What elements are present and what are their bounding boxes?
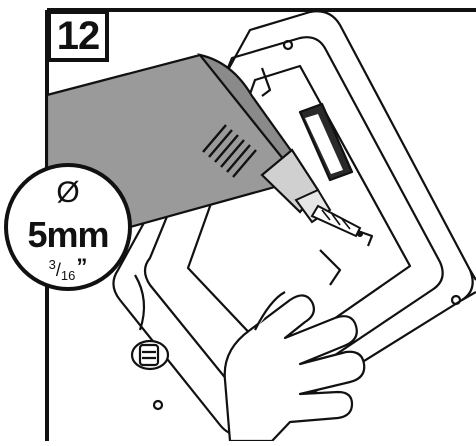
drill-bit-icon xyxy=(310,204,363,238)
imperial-numerator: 3 xyxy=(48,257,56,272)
step-number-box: 12 xyxy=(47,10,109,62)
imperial-unit: ” xyxy=(76,254,88,279)
diameter-symbol: Ø xyxy=(56,176,80,209)
drill-bit-size-badge: Ø 5mm 3/16” xyxy=(4,163,132,291)
drill-size-metric: 5mm xyxy=(27,214,109,255)
step-number: 12 xyxy=(56,13,100,58)
drill-size-imperial: 3/16” xyxy=(8,254,128,283)
hand-icon xyxy=(223,291,366,443)
imperial-denominator: 16 xyxy=(60,268,76,283)
imperial-slash: / xyxy=(55,260,61,280)
